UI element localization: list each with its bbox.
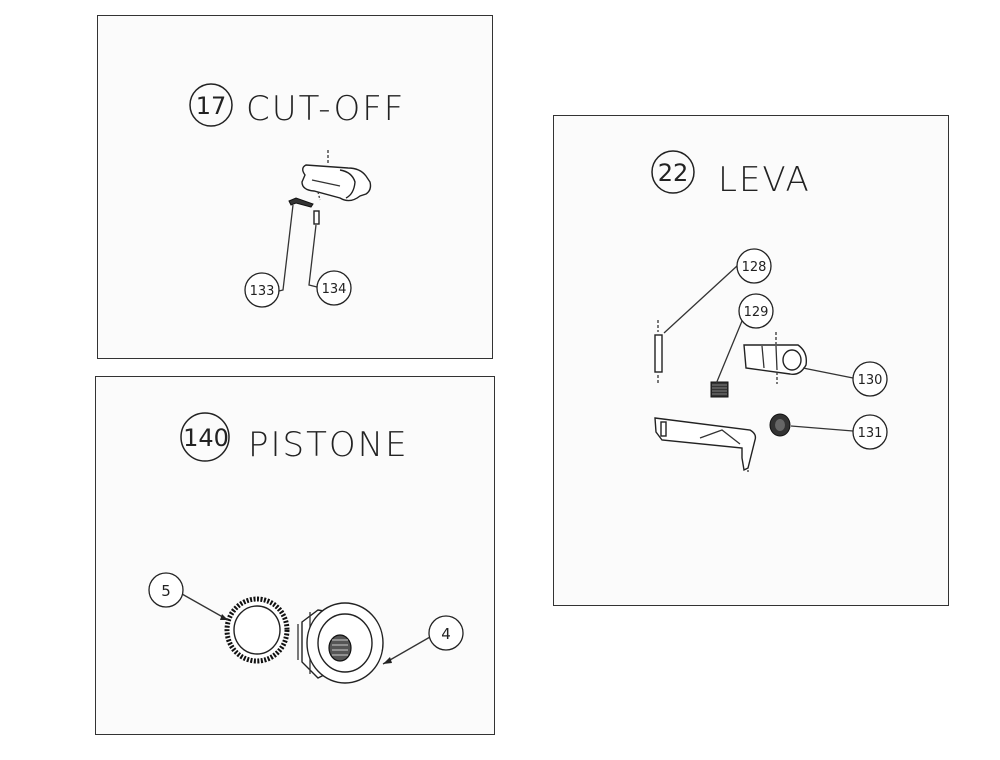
- group-number-140: 140: [183, 424, 229, 452]
- group-number-circle: [651, 150, 695, 194]
- group-number-circle: [180, 412, 230, 462]
- group-number-22: 22: [658, 159, 689, 187]
- callout-128: 128: [663, 248, 772, 334]
- leva-spring-small: [710, 381, 729, 398]
- leva-pin: [654, 320, 663, 385]
- group-title-cut-off: CUT-OFF: [246, 89, 405, 129]
- leva-lever: [654, 417, 757, 472]
- group-title-pistone: PISTONE: [248, 425, 409, 465]
- callout-134: 134: [308, 224, 352, 306]
- callout-4: 4: [382, 615, 464, 665]
- svg-text:128: 128: [742, 260, 767, 275]
- panel-cut-off: [97, 15, 493, 359]
- svg-text:129: 129: [744, 305, 769, 320]
- callout-131: 131: [790, 414, 888, 450]
- callout-130: 130: [802, 361, 888, 397]
- svg-text:134: 134: [322, 282, 347, 297]
- callout-133: 133: [244, 204, 294, 308]
- svg-text:4: 4: [441, 625, 451, 643]
- svg-text:131: 131: [858, 426, 883, 441]
- cut-off-spring-pin: [288, 197, 320, 225]
- callout-5: 5: [148, 572, 229, 621]
- pistone-body: [297, 602, 384, 684]
- leva-spring-large: [769, 413, 791, 437]
- cut-off-part: [301, 150, 372, 202]
- svg-text:130: 130: [858, 373, 883, 388]
- pistone-ring: [224, 596, 290, 664]
- cut-off-header: 17 CUT-OFF: [189, 83, 405, 129]
- svg-text:133: 133: [250, 284, 275, 299]
- group-number-17: 17: [196, 92, 227, 120]
- pistone-header: 140 PISTONE: [180, 412, 409, 465]
- leva-header: 22 LEVA: [651, 150, 811, 200]
- svg-text:5: 5: [161, 582, 171, 600]
- group-title-leva: LEVA: [718, 160, 811, 200]
- leva-latch: [743, 332, 808, 384]
- callout-129: 129: [715, 293, 774, 385]
- panel-pistone: [95, 376, 495, 735]
- group-number-circle: [189, 83, 233, 127]
